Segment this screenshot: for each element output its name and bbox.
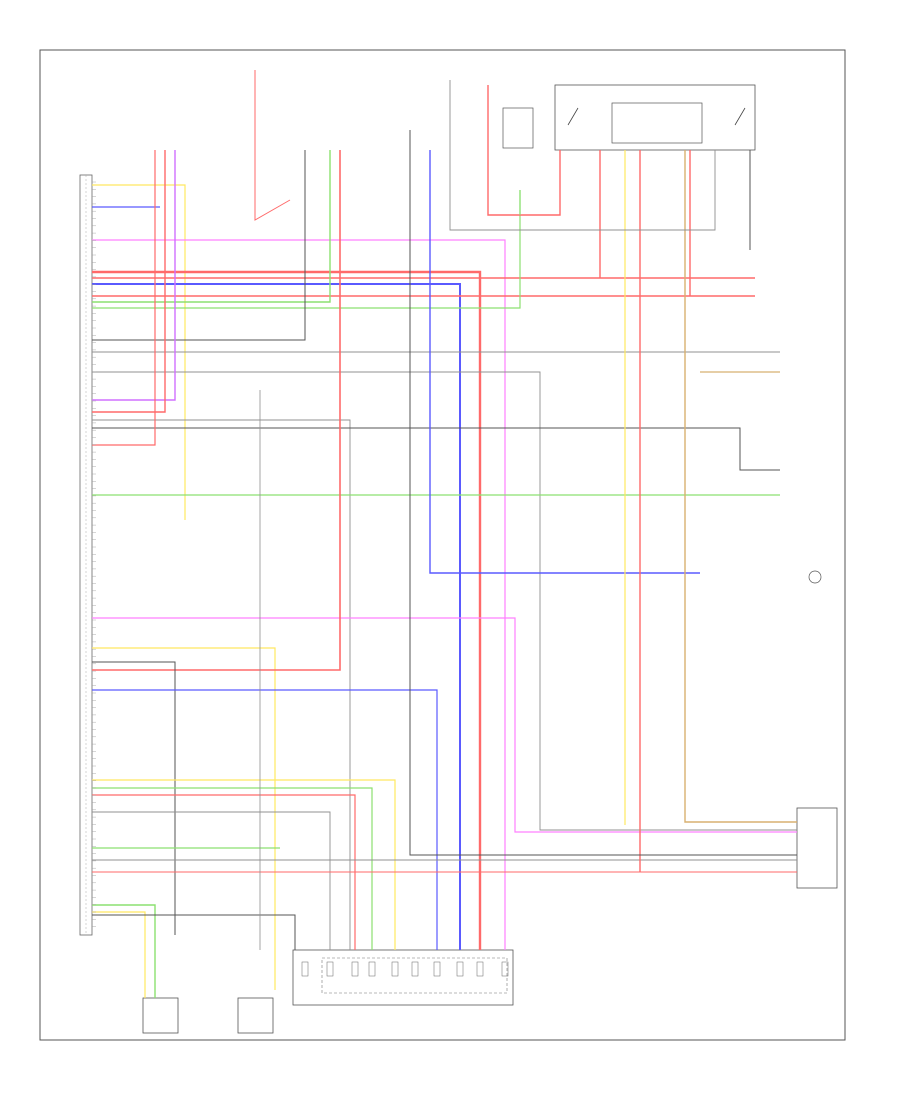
solenoid-connector-inner <box>321 957 508 994</box>
wire-group <box>92 70 797 998</box>
solenoid-pin <box>368 961 376 977</box>
wire-red-13 <box>92 150 166 413</box>
solenoid-pin <box>391 961 399 977</box>
wire-gray-27 <box>92 811 331 950</box>
wire-pink-2 <box>92 239 506 950</box>
wire-gray-11 <box>92 371 797 831</box>
right-module <box>796 807 838 889</box>
wire-gray-14 <box>92 419 351 950</box>
wire-blue-23 <box>92 689 438 950</box>
wire-dark-40 <box>409 130 797 856</box>
wire-pink-19 <box>92 617 797 833</box>
diagram-border <box>39 49 846 1041</box>
wire-red-21 <box>92 150 341 671</box>
relay-inner <box>611 102 703 144</box>
wire-red-3 <box>92 270 482 950</box>
wire-green-7 <box>92 150 331 303</box>
relay-switch-left <box>567 107 579 126</box>
wire-red-26 <box>92 794 356 950</box>
wire-yellow-24 <box>92 779 396 950</box>
wire-dark-33 <box>92 914 296 950</box>
solenoid-pin <box>501 961 509 977</box>
wire-gray-42 <box>449 80 716 231</box>
relay-switch-right <box>734 107 746 126</box>
wire-dark-15 <box>92 427 780 471</box>
indicator-lamp <box>808 570 822 584</box>
wire-violet-12 <box>92 150 176 401</box>
solenoid-pin <box>351 961 359 977</box>
temp-sensor-box <box>237 997 274 1034</box>
wire-dark-22 <box>92 661 176 935</box>
wire-green-25 <box>92 787 373 950</box>
speed-sensor-box <box>142 997 179 1034</box>
solenoid-pin <box>476 961 484 977</box>
wire-red-16 <box>92 150 156 446</box>
wire-blue-18 <box>429 150 700 574</box>
solenoid-pin <box>411 961 419 977</box>
pin-group <box>92 181 509 977</box>
solenoid-connector <box>292 949 514 1006</box>
wire-yellow-20 <box>92 647 276 990</box>
top-module <box>502 107 534 149</box>
solenoid-pin <box>301 961 309 977</box>
wire-yellow-0 <box>92 184 186 520</box>
solenoid-pin <box>433 961 441 977</box>
wire-tan-34 <box>684 150 797 823</box>
solenoid-pin <box>326 961 334 977</box>
wire-red-43 <box>254 70 291 221</box>
wire-yellow-32 <box>92 911 146 998</box>
wire-green-31 <box>92 904 156 998</box>
wire-dark-9 <box>92 150 306 341</box>
wire-red-41 <box>487 85 561 216</box>
wire-blue-5 <box>92 283 461 950</box>
wire-green-8 <box>92 190 521 309</box>
solenoid-pin <box>456 961 464 977</box>
relay-box <box>554 84 756 151</box>
